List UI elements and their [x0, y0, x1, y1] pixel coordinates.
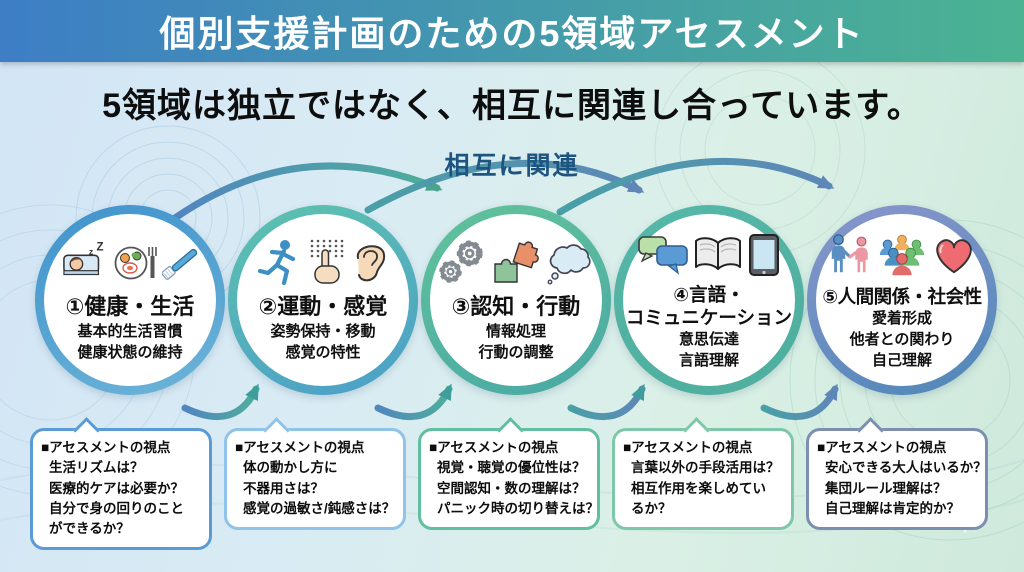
domain-2-content: ②運動・感覚 姿勢保持・移動 感覚の特性	[237, 214, 409, 386]
assessment-header: ■アセスメントの視点	[429, 440, 559, 455]
domain-1-content: z Z	[44, 214, 216, 386]
open-book-icon	[695, 237, 741, 270]
domain-subtitle: 他者との関わり	[849, 331, 955, 349]
domain-circle-4: ④言語・ コミュニケーション 意思伝達 言語理解	[614, 205, 804, 395]
tablet-icon	[749, 233, 779, 276]
assessment-line: 言葉以外の手段活用は？	[631, 460, 780, 476]
domain-title: ⑤人間関係・社会性	[822, 285, 982, 307]
page-title: 個別支援計画のための5領域アセスメント	[159, 13, 865, 54]
domain-subtitle: 感覚の特性	[285, 343, 361, 361]
domain-subtitle: 愛着形成	[871, 310, 932, 328]
touch-hand-icon	[310, 239, 344, 285]
domain-title: ②運動・感覚	[258, 294, 388, 320]
title-banner: 個別支援計画のための5領域アセスメント	[0, 0, 1024, 62]
headline-text: 5領域は独立ではなく、相互に関連し合っています。	[102, 87, 922, 125]
domain-4-icons	[637, 227, 781, 283]
meal-plate-icon	[114, 246, 157, 280]
assessment-line: 体の動かし方に	[243, 460, 338, 476]
domain-4-content: ④言語・ コミュニケーション 意思伝達 言語理解	[623, 214, 795, 386]
assessment-line: 空間認知・数の理解は？	[437, 480, 586, 496]
domain-title-line2: コミュニケーション	[625, 307, 793, 328]
domain-subtitle: 自己理解	[871, 352, 932, 370]
gears-icon	[439, 240, 483, 284]
assessment-line: 感覚の過敏さ/鈍感さは？	[243, 500, 396, 516]
domain-circle-5: ⑤人間関係・社会性 愛着形成 他者との関わり 自己理解	[807, 205, 997, 395]
domain-3-icons	[438, 235, 594, 291]
assessment-box-3: ■アセスメントの視点 視覚・聴覚の優位性は？ 空間認知・数の理解は？ パニック時…	[418, 417, 600, 530]
domain-2-icons	[257, 235, 389, 291]
assessment-line: 集団ルール理解は？	[825, 480, 947, 496]
people-group-icon	[879, 234, 925, 276]
assessment-box-1: ■アセスメントの視点 生活リズムは？ 医療的ケアは必要か？ 自分で身の回りのこと…	[30, 417, 212, 551]
domain-title: ③認知・行動	[451, 294, 581, 320]
domain-subtitle: 健康状態の維持	[77, 343, 183, 361]
running-person-icon	[257, 240, 296, 286]
assessment-line: 相互作用を楽しめてい	[631, 480, 766, 496]
heart-icon	[936, 239, 972, 274]
assessment-header: ■アセスメントの視点	[817, 440, 947, 455]
domain-subtitle: 姿勢保持・移動	[270, 322, 376, 340]
assessment-line: 生活リズムは？	[49, 460, 144, 476]
domain-subtitle: 言語理解	[678, 352, 739, 370]
toothbrush-icon	[162, 249, 198, 281]
domain-1-icons: z Z	[62, 235, 198, 291]
domain-circle-2: ②運動・感覚 姿勢保持・移動 感覚の特性	[228, 205, 418, 395]
assessment-box-2: ■アセスメントの視点 体の動かし方に 不器用さは？ 感覚の過敏さ/鈍感さは？	[224, 417, 406, 530]
assessment-box-5: ■アセスメントの視点 安心できる大人はいるか？ 集団ルール理解は？ 自己理解は肯…	[806, 417, 988, 530]
assessment-line: パニック時の切り替えは？	[437, 500, 599, 516]
domain-circle-1: z Z	[35, 205, 225, 395]
relation-label: 相互に関連	[444, 152, 580, 180]
domain-subtitle: 情報処理	[485, 322, 546, 340]
domain-title: ④言語・	[673, 283, 745, 305]
domain-circle-3: ③認知・行動 情報処理 行動の調整	[421, 205, 611, 395]
assessment-line: るか？	[631, 500, 672, 516]
sleeping-person-icon: z Z	[63, 242, 104, 276]
ear-icon	[356, 245, 386, 282]
domain-subtitle: 基本的生活習慣	[77, 322, 183, 340]
domain-3-content: ③認知・行動 情報処理 行動の調整	[430, 214, 602, 386]
domain-subtitle: 行動の調整	[478, 343, 554, 361]
assessment-line: 安心できる大人はいるか？	[825, 460, 987, 476]
holding-hands-icon	[831, 234, 868, 273]
assessment-box-4: ■アセスメントの視点 言葉以外の手段活用は？ 相互作用を楽しめてい るか？	[612, 417, 794, 530]
assessment-header: ■アセスメントの視点	[235, 440, 365, 455]
assessment-line: ができるか？	[49, 521, 130, 536]
svg-text:Z: Z	[97, 242, 104, 254]
assessment-line: 視覚・聴覚の優位性は？	[437, 460, 586, 476]
assessment-header: ■アセスメントの視点	[41, 440, 171, 455]
thought-bubble-icon	[547, 244, 591, 285]
svg-text:z: z	[89, 247, 93, 257]
assessment-line: 自分で身の回りのこと	[49, 500, 184, 516]
domain-5-content: ⑤人間関係・社会性 愛着形成 他者との関わり 自己理解	[816, 214, 988, 386]
domain-5-icons	[827, 227, 977, 283]
assessment-line: 医療的ケアは必要か？	[49, 480, 184, 496]
domain-title: ①健康・生活	[65, 294, 195, 320]
assessment-line: 自己理解は肯定的か？	[825, 500, 960, 516]
domain-subtitle: 意思伝達	[678, 331, 739, 349]
speech-bubbles-icon	[638, 236, 688, 275]
assessment-header: ■アセスメントの視点	[623, 440, 753, 455]
assessment-line: 不器用さは？	[243, 480, 324, 496]
puzzle-icon	[494, 241, 539, 283]
